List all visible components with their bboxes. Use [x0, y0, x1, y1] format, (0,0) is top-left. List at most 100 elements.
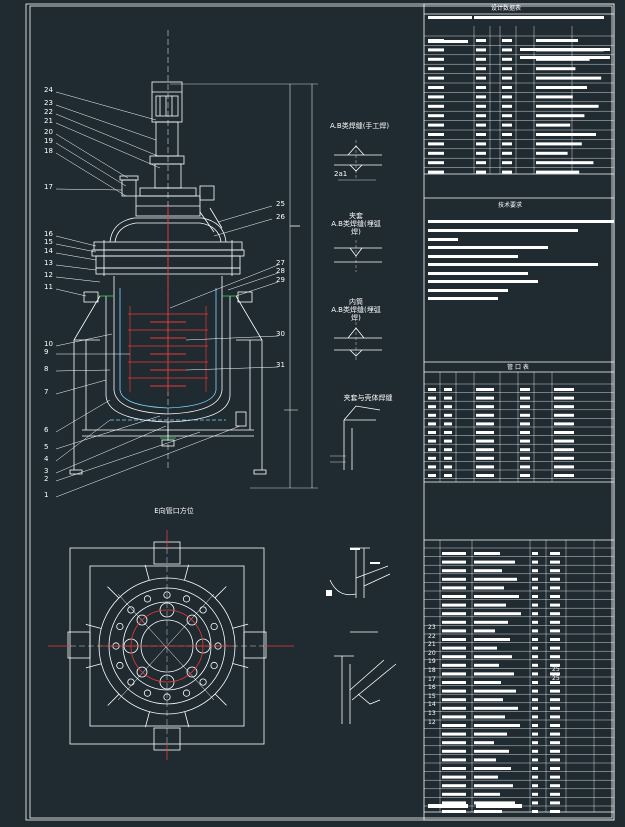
text-block [550, 612, 560, 616]
text-block [442, 672, 466, 676]
text-block [532, 569, 538, 573]
part-number-label: 4 [44, 455, 49, 463]
text-block [520, 413, 530, 417]
agitator [150, 206, 186, 392]
text-block [532, 612, 538, 616]
leaders-left [55, 91, 241, 498]
text-block [474, 569, 502, 573]
text-block [520, 422, 530, 426]
text-block [474, 646, 497, 650]
text-block [550, 810, 560, 813]
text-block [428, 238, 458, 241]
text-block [502, 133, 512, 136]
text-block [532, 689, 538, 693]
text-block [520, 396, 530, 400]
parts-list-qty: 25 [552, 666, 560, 673]
part-number-label: 18 [44, 147, 53, 155]
text-block [550, 638, 560, 641]
parts-list-number: 23 [428, 624, 436, 631]
text-block [550, 586, 560, 590]
nozzle-table-title: 管 口 表 [507, 364, 529, 371]
text-block [520, 465, 530, 469]
text-block [476, 396, 494, 400]
text-block [428, 142, 444, 146]
text-block [476, 388, 494, 391]
text-block [476, 67, 486, 71]
text-block [474, 749, 509, 753]
text-block [428, 448, 436, 452]
text-block [532, 586, 538, 590]
text-block [536, 170, 580, 174]
part-number-label: 30 [276, 330, 285, 338]
text-block [442, 638, 466, 641]
text-block [532, 758, 538, 762]
text-block [536, 76, 602, 80]
text-block [428, 170, 444, 174]
text-block [474, 801, 515, 805]
text-block [502, 95, 512, 99]
text-block [554, 396, 574, 400]
plan-nozzle [85, 663, 102, 669]
text-block [428, 151, 444, 155]
plan-nozzle [232, 623, 249, 629]
text-block [442, 749, 466, 753]
text-block [428, 229, 578, 232]
text-block [474, 758, 496, 762]
plan-view-red [48, 530, 294, 760]
text-block [442, 775, 466, 779]
text-block [532, 775, 538, 779]
text-block [502, 104, 512, 108]
text-block [428, 114, 444, 118]
text-block [476, 104, 486, 108]
text-block [520, 431, 530, 434]
text-block [532, 629, 538, 633]
parts-list-number: 19 [428, 658, 436, 666]
text-block [532, 672, 538, 676]
detail-note-1: 2a1 [334, 170, 348, 178]
text-block [502, 123, 512, 127]
flange-bolt [210, 661, 218, 670]
part-number-label: 11 [44, 283, 53, 291]
heating-coil [128, 306, 208, 392]
text-block [550, 552, 560, 555]
text-block [550, 672, 560, 676]
text-block [476, 804, 522, 808]
text-block [536, 39, 578, 42]
weld-detail-6 [334, 631, 397, 724]
plan-nozzle [107, 693, 120, 706]
part-number-label: 24 [44, 86, 53, 94]
text-block [428, 16, 472, 19]
text-block [536, 161, 594, 165]
text-block [442, 620, 466, 624]
text-block [350, 548, 360, 550]
text-block [550, 595, 560, 598]
text-block [532, 706, 538, 710]
text-block [444, 396, 452, 400]
text-block [532, 715, 538, 719]
text-block [474, 724, 520, 727]
flange-bolt [143, 689, 152, 697]
text-block [536, 86, 587, 89]
text-block [474, 595, 519, 598]
text-block [476, 456, 494, 460]
part-number-label: 12 [44, 271, 53, 279]
text-block [550, 689, 560, 693]
text-block [444, 448, 452, 452]
text-block [476, 95, 486, 99]
text-block [520, 388, 530, 391]
text-block [428, 297, 498, 300]
text-block [550, 663, 560, 667]
text-block [474, 16, 604, 19]
text-block [428, 263, 598, 266]
text-block [474, 552, 500, 555]
flange-bolt [116, 622, 124, 631]
part-number-label: 14 [44, 247, 53, 255]
green-marks [98, 295, 238, 439]
weld-detail-4 [330, 405, 381, 470]
text-block [428, 289, 508, 292]
part-number-label: 16 [44, 230, 53, 238]
text-block [520, 474, 530, 477]
text-block [442, 810, 466, 813]
plan-nozzle [144, 564, 150, 581]
outer-border [25, 3, 615, 821]
